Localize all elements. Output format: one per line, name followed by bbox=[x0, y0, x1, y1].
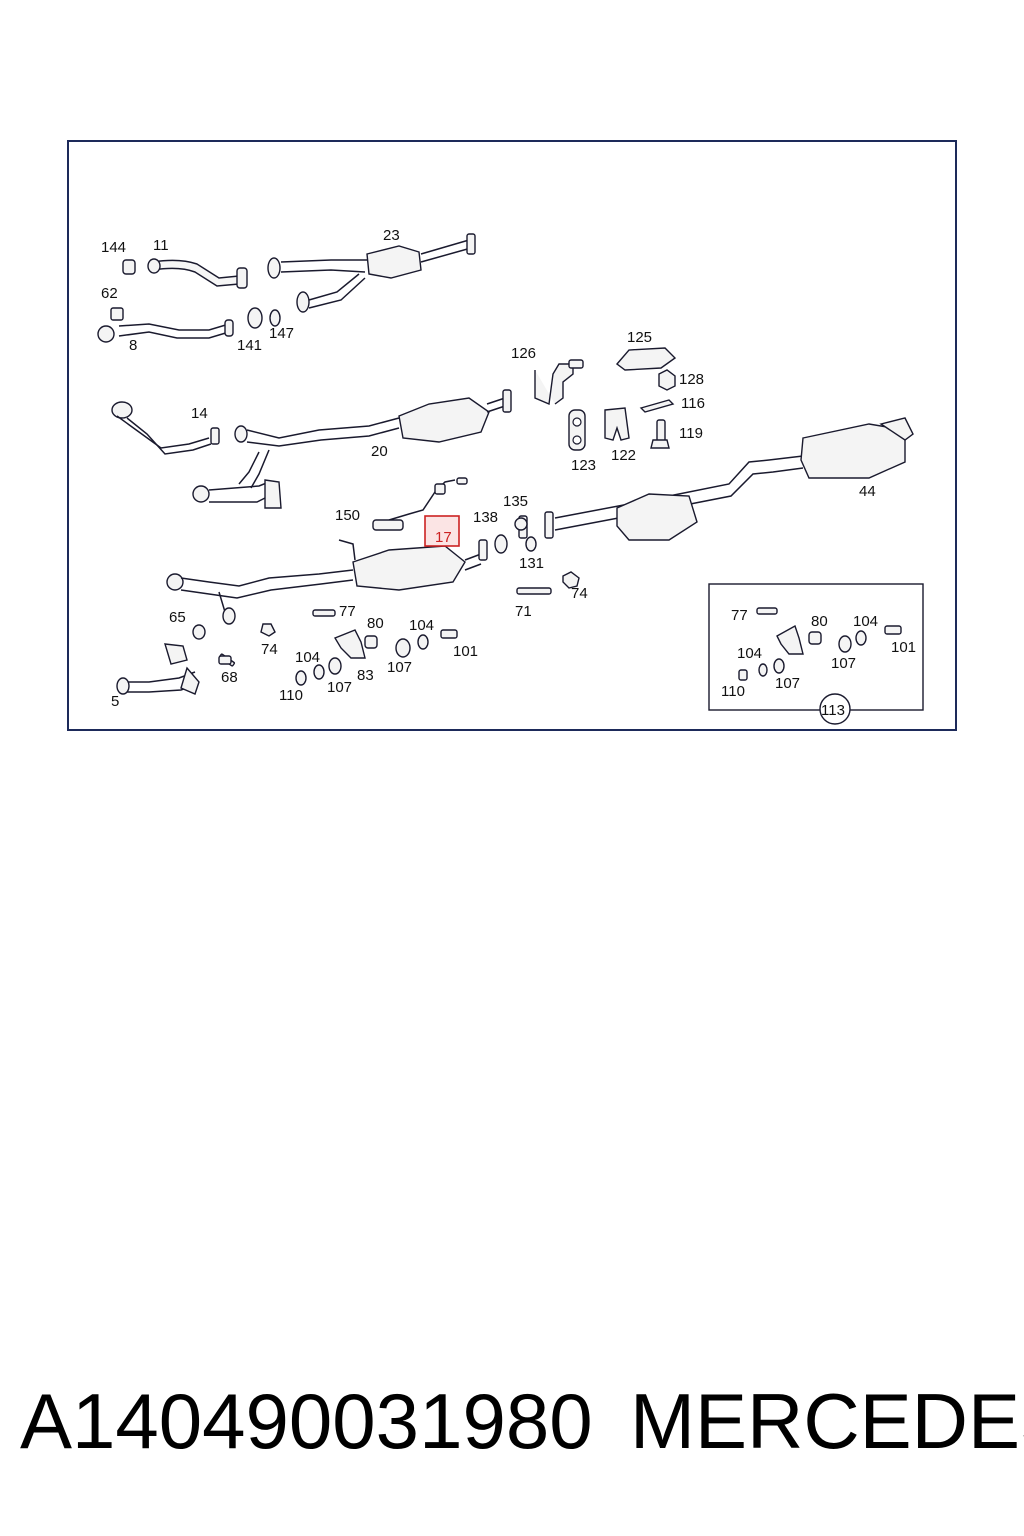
fastener-hardware-group bbox=[295, 517, 580, 686]
callout-123[interactable]: 123 bbox=[571, 457, 596, 474]
callout-74a[interactable]: 74 bbox=[571, 585, 588, 602]
callout-68[interactable]: 68 bbox=[221, 669, 238, 686]
callout-116[interactable]: 116 bbox=[681, 395, 705, 412]
callout-71[interactable]: 71 bbox=[515, 603, 532, 620]
inset-113-box bbox=[708, 583, 924, 725]
callout-147[interactable]: 147 bbox=[269, 325, 294, 342]
callout-65[interactable]: 65 bbox=[169, 609, 186, 626]
callout-126[interactable]: 126 bbox=[511, 345, 536, 362]
callout-138[interactable]: 138 bbox=[473, 509, 498, 526]
part-17-highlight bbox=[424, 515, 460, 547]
callout-74b[interactable]: 74 bbox=[261, 641, 278, 658]
callout-107c[interactable]: 107 bbox=[831, 655, 856, 672]
front-pipe-group bbox=[97, 233, 476, 343]
callout-77b[interactable]: 77 bbox=[731, 607, 748, 624]
callout-44[interactable]: 44 bbox=[859, 483, 876, 500]
mounting-hardware-group bbox=[534, 347, 677, 451]
callout-11[interactable]: 11 bbox=[153, 237, 169, 254]
callout-125[interactable]: 125 bbox=[627, 329, 652, 346]
callout-104d[interactable]: 104 bbox=[737, 645, 762, 662]
callout-141[interactable]: 141 bbox=[237, 337, 262, 354]
front-catalyst-sensor-group bbox=[116, 477, 488, 695]
callout-104b[interactable]: 104 bbox=[295, 649, 320, 666]
callout-104a[interactable]: 104 bbox=[409, 617, 434, 634]
exhaust-system-diagram: 144 11 23 62 8 141 147 126 125 128 116 1… bbox=[97, 227, 924, 725]
callout-5[interactable]: 5 bbox=[111, 693, 119, 710]
callout-8[interactable]: 8 bbox=[129, 337, 137, 354]
callout-101b[interactable]: 101 bbox=[891, 639, 916, 656]
callout-107d[interactable]: 107 bbox=[775, 675, 800, 692]
callout-80a[interactable]: 80 bbox=[367, 615, 384, 632]
brand-name: MERCEDES bbox=[630, 1377, 1024, 1465]
callout-104c[interactable]: 104 bbox=[853, 613, 878, 630]
callout-62[interactable]: 62 bbox=[101, 285, 118, 302]
callout-14[interactable]: 14 bbox=[191, 405, 208, 422]
callout-135[interactable]: 135 bbox=[503, 493, 528, 510]
callout-110b[interactable]: 110 bbox=[721, 683, 745, 700]
callout-17[interactable]: 17 bbox=[435, 529, 452, 546]
callout-107a[interactable]: 107 bbox=[387, 659, 412, 676]
callout-107b[interactable]: 107 bbox=[327, 679, 352, 696]
callout-144[interactable]: 144 bbox=[101, 239, 126, 256]
callout-128[interactable]: 128 bbox=[679, 371, 704, 388]
part-number: A140490031980 bbox=[20, 1377, 593, 1465]
callout-119[interactable]: 119 bbox=[679, 425, 703, 442]
callout-labels: 144 11 23 62 8 141 147 126 125 128 116 1… bbox=[101, 227, 916, 719]
callout-150[interactable]: 150 bbox=[335, 507, 360, 524]
callout-122[interactable]: 122 bbox=[611, 447, 636, 464]
callout-131[interactable]: 131 bbox=[519, 555, 544, 572]
callout-77a[interactable]: 77 bbox=[339, 603, 356, 620]
footer-caption: A140490031980 MERCEDES bbox=[20, 1376, 1024, 1486]
callout-83[interactable]: 83 bbox=[357, 667, 374, 684]
callout-113[interactable]: 113 bbox=[821, 702, 845, 719]
callout-20[interactable]: 20 bbox=[371, 443, 388, 460]
callout-23[interactable]: 23 bbox=[383, 227, 400, 244]
callout-80b[interactable]: 80 bbox=[811, 613, 828, 630]
callout-110a[interactable]: 110 bbox=[279, 687, 303, 704]
parts-diagram-frame: 144 11 23 62 8 141 147 126 125 128 116 1… bbox=[67, 140, 957, 731]
mid-pipe-catalyst-group bbox=[111, 389, 512, 509]
callout-101a[interactable]: 101 bbox=[453, 643, 478, 660]
